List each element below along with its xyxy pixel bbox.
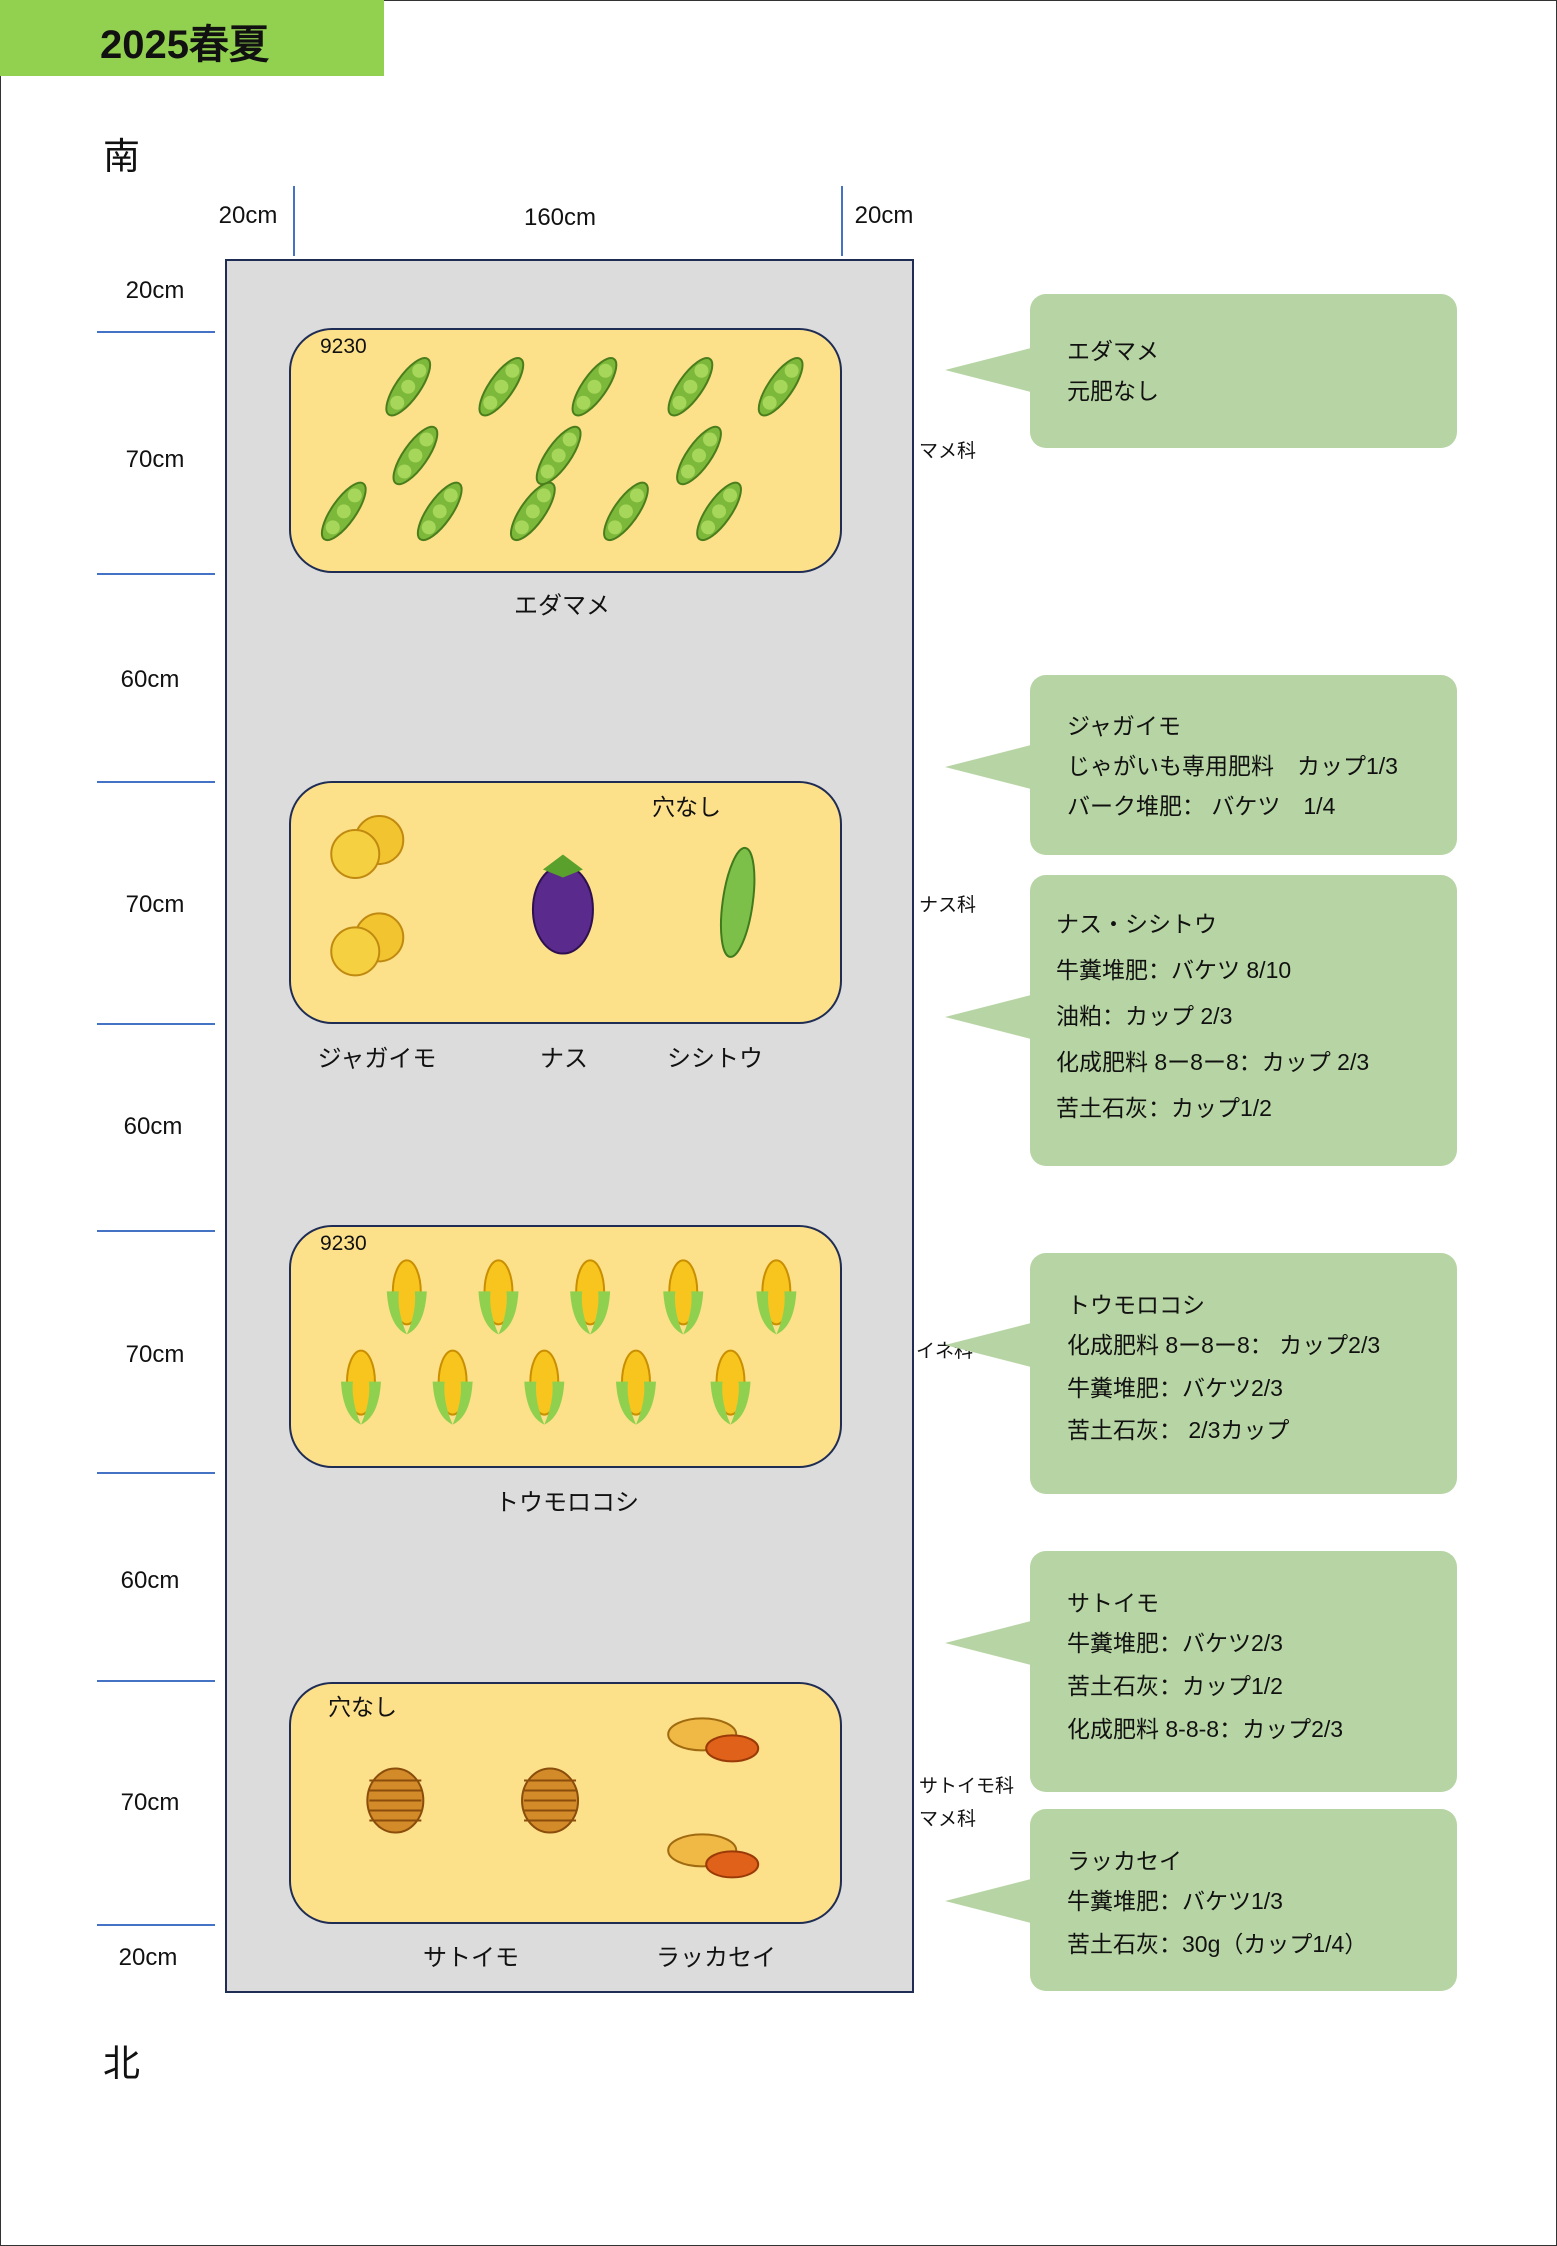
callout-line: 化成肥料 8ー8ー8： カップ2/3 bbox=[1067, 1332, 1381, 1358]
left-dim: 60cm bbox=[120, 1567, 180, 1594]
family-label: サトイモ科 bbox=[919, 1776, 1015, 1797]
callout-line: 化成肥料 8ー8ー8：カップ 2/3 bbox=[1056, 1049, 1370, 1075]
callout-line: 化成肥料 8-8-8：カップ2/3 bbox=[1067, 1716, 1344, 1742]
bed-edamame bbox=[289, 328, 842, 573]
dim-line bbox=[841, 186, 843, 256]
callout-line: サトイモ bbox=[1067, 1590, 1159, 1616]
left-dim: 70cm bbox=[120, 1789, 180, 1816]
crop-label-peanut: ラッカセイ bbox=[656, 1944, 776, 1972]
crop-label-eggplant: ナス bbox=[540, 1045, 588, 1073]
top-dim-left: 20cm bbox=[218, 202, 278, 229]
callout-line: 苦土石灰：カップ1/2 bbox=[1067, 1673, 1283, 1699]
callout-eggplant-shishito: ナス・シシトウ 牛糞堆肥：バケツ 8/10 油粕：カップ 2/3 化成肥料 8ー… bbox=[945, 875, 1457, 1166]
callout-line: 油粕：カップ 2/3 bbox=[1056, 1003, 1233, 1029]
top-dim-right: 20cm bbox=[854, 202, 914, 229]
dim-line bbox=[97, 1472, 215, 1474]
callout-line: じゃがいも専用肥料 カップ1/3 bbox=[1067, 753, 1398, 779]
callout-line: 牛糞堆肥：バケツ 8/10 bbox=[1056, 957, 1292, 983]
callout-edamame: エダマメ 元肥なし bbox=[945, 294, 1457, 448]
callout-line: 元肥なし bbox=[1067, 378, 1159, 404]
dim-line bbox=[97, 1680, 215, 1682]
callout-line: ジャガイモ bbox=[1067, 713, 1181, 739]
callout-line: エダマメ bbox=[1067, 338, 1159, 364]
dim-line bbox=[97, 1230, 215, 1232]
callout-line: 牛糞堆肥：バケツ2/3 bbox=[1067, 1375, 1283, 1401]
callout-line: 苦土石灰：カップ1/2 bbox=[1056, 1095, 1272, 1121]
dim-line bbox=[97, 1023, 215, 1025]
callout-line: 牛糞堆肥：バケツ1/3 bbox=[1067, 1888, 1283, 1914]
family-label: マメ科 bbox=[919, 441, 977, 462]
callout-potato: ジャガイモ じゃがいも専用肥料 カップ1/3 バーク堆肥： バケツ 1/4 bbox=[945, 675, 1457, 855]
bed-note: 9230 bbox=[320, 335, 367, 358]
left-dim: 20cm bbox=[125, 277, 185, 304]
title-banner: 2025春夏 bbox=[0, 0, 384, 76]
crop-label-corn: トウモロコシ bbox=[495, 1489, 639, 1517]
left-dim: 70cm bbox=[125, 446, 185, 473]
bed-note: 穴なし bbox=[328, 1694, 397, 1720]
bed-note: 9230 bbox=[320, 1232, 367, 1255]
callout-line: 牛糞堆肥：バケツ2/3 bbox=[1067, 1630, 1283, 1656]
left-dim: 60cm bbox=[123, 1113, 183, 1140]
crop-label-potato: ジャガイモ bbox=[317, 1045, 437, 1073]
callout-line: バーク堆肥： バケツ 1/4 bbox=[1067, 793, 1336, 819]
south-label: 南 bbox=[103, 136, 140, 177]
callout-line: トウモロコシ bbox=[1067, 1292, 1205, 1318]
bed-note: 穴なし bbox=[652, 794, 721, 820]
dim-line bbox=[97, 781, 215, 783]
top-dim-center: 160cm bbox=[523, 204, 597, 231]
callout-taro: サトイモ 牛糞堆肥：バケツ2/3 苦土石灰：カップ1/2 化成肥料 8-8-8：… bbox=[945, 1551, 1457, 1792]
callout-line: ラッカセイ bbox=[1067, 1848, 1182, 1874]
left-dim: 70cm bbox=[125, 891, 185, 918]
page-title: 2025春夏 bbox=[100, 23, 269, 67]
dim-line bbox=[97, 331, 215, 333]
family-label: ナス科 bbox=[919, 895, 977, 916]
left-dim: 70cm bbox=[125, 1341, 185, 1368]
crop-label-taro: サトイモ bbox=[423, 1944, 519, 1972]
left-dim: 60cm bbox=[120, 666, 180, 693]
dim-line bbox=[97, 573, 215, 575]
family-label: マメ科 bbox=[919, 1809, 977, 1830]
crop-label-edamame: エダマメ bbox=[514, 592, 610, 620]
callout-line: 苦土石灰： 2/3カップ bbox=[1067, 1417, 1290, 1443]
callout-corn: トウモロコシ 化成肥料 8ー8ー8： カップ2/3 牛糞堆肥：バケツ2/3 苦土… bbox=[945, 1253, 1457, 1494]
left-dim: 20cm bbox=[118, 1944, 178, 1971]
callout-line: ナス・シシトウ bbox=[1056, 911, 1217, 937]
dim-line bbox=[97, 1924, 215, 1926]
bed-corn bbox=[289, 1225, 842, 1468]
crop-label-shishito: シシトウ bbox=[667, 1045, 763, 1073]
north-label: 北 bbox=[103, 2043, 140, 2084]
bed-nightshade bbox=[289, 781, 842, 1024]
callout-line: 苦土石灰：30g（カップ1/4） bbox=[1067, 1931, 1368, 1957]
callout-peanut: ラッカセイ 牛糞堆肥：バケツ1/3 苦土石灰：30g（カップ1/4） bbox=[945, 1809, 1457, 1991]
dim-line bbox=[293, 186, 295, 256]
